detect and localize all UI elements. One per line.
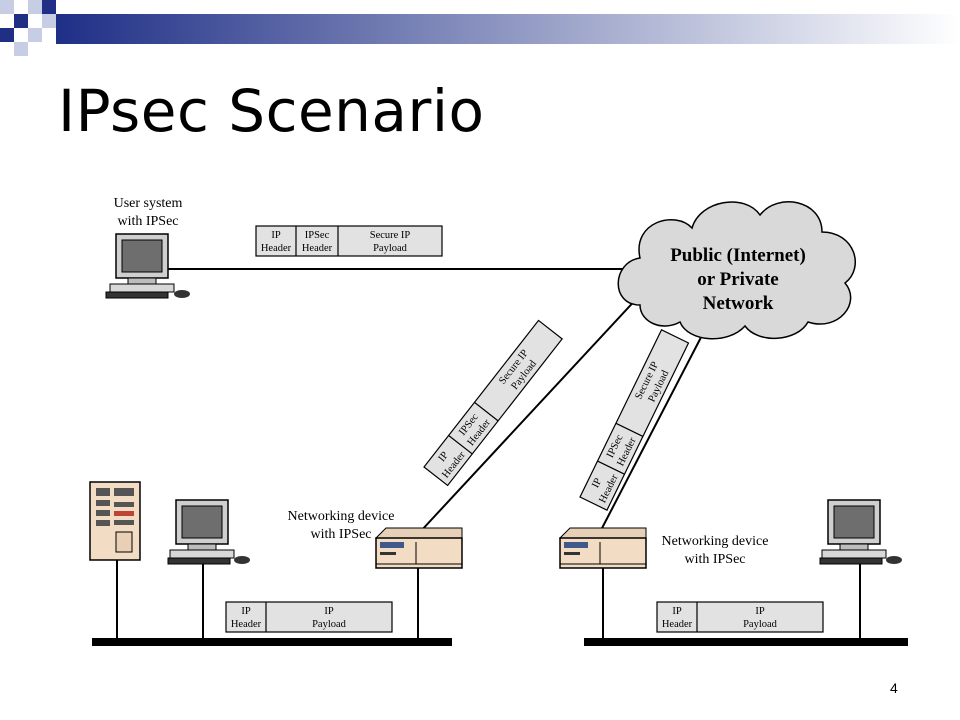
packet-top-payload-1: Secure IP (370, 230, 411, 241)
packet-bl-ip-2: Header (231, 619, 262, 630)
page-title: IPsec Scenario (58, 77, 485, 145)
workstation-left-icon (167, 499, 250, 565)
packet-secure-top: IP Header IPSec Header Secure IP Payload (255, 225, 443, 257)
packet-br-payload-2: Payload (743, 619, 778, 630)
user-system-label: User system with IPSec (113, 196, 183, 229)
packet-plain-right: IP Header IP Payload (656, 601, 824, 633)
router-left-icon (374, 527, 463, 569)
packet-top-ipsec-2: Header (302, 243, 333, 254)
lan-bus-right (584, 638, 908, 646)
packet-top-ip-1: IP (271, 230, 280, 241)
packet-bl-payload-2: Payload (312, 619, 347, 630)
packet-br-ip-1: IP (672, 606, 681, 617)
packet-bl-payload-1: IP (324, 606, 333, 617)
packet-br-payload-1: IP (755, 606, 764, 617)
page-number: 4 (890, 680, 898, 696)
user-workstation-icon (105, 233, 190, 299)
router-right-icon (558, 527, 647, 569)
packet-top-ip-2: Header (261, 243, 292, 254)
link-right-device-cloud (599, 319, 711, 533)
networking-device-left-label: Networking device with IPSec (287, 509, 395, 542)
packet-plain-left: IP Header IP Payload (225, 601, 393, 633)
packet-top-ipsec-1: IPSec (305, 230, 330, 241)
packet-secure-diagonal-left: IP Header IPSec Header Secure IP Payload (423, 319, 563, 487)
workstation-right-icon (819, 499, 902, 565)
title-decoration (0, 0, 960, 56)
cloud-label: Public (Internet) or Private Network (670, 245, 806, 314)
link-left-device-cloud (419, 294, 641, 533)
networking-device-right-label: Networking device with IPSec (661, 534, 769, 567)
cloud-icon (617, 201, 856, 340)
packet-dr-ip-1: IP (590, 476, 604, 489)
packet-br-ip-2: Header (662, 619, 693, 630)
packet-bl-ip-1: IP (241, 606, 250, 617)
packet-top-payload-2: Payload (373, 243, 408, 254)
lan-bus-left (92, 638, 452, 646)
server-tower-icon (89, 481, 141, 561)
packet-secure-diagonal-right: IP Header IPSec Header Secure IP Payload (579, 329, 690, 511)
